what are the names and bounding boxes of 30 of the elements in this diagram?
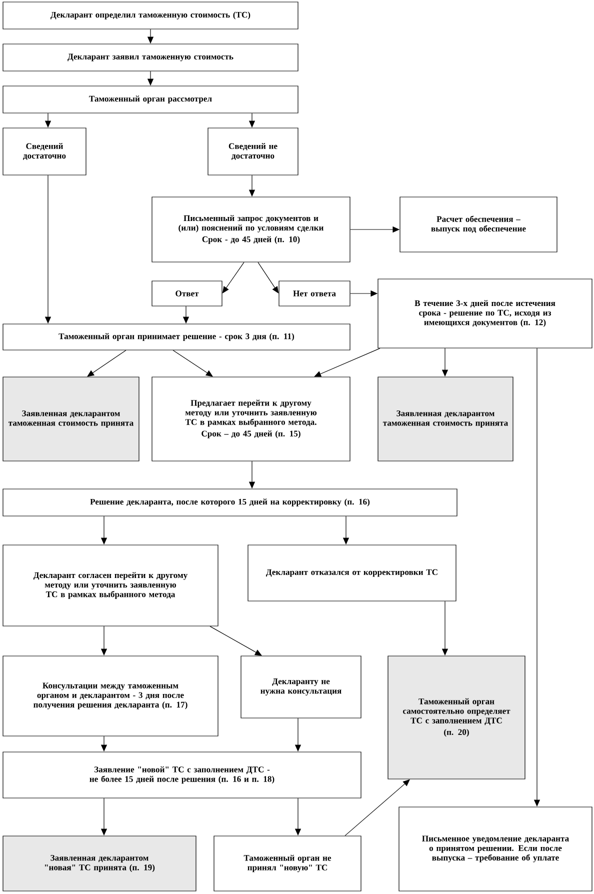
decision-box: Заявленная декларантом таможенная стоимость принята <box>378 376 514 462</box>
process-box: Нет ответа <box>278 280 350 306</box>
process-box: Сведений достаточно <box>2 128 86 176</box>
process-box: Предлагает перейти к другому методу или уточнить заявленную ТС в рамках выбранного метода. Срок – до 45 дней (п. 15) <box>152 376 350 462</box>
process-box: Консультации между таможенным органом и декларантом - 3 дня после получения решения декларанта (п. 17) <box>2 656 218 736</box>
arrow <box>210 626 262 656</box>
process-box: Ответ <box>152 280 222 306</box>
arrow <box>172 350 213 377</box>
process-box: Декларант определил таможенную стоимость (ТС) <box>2 2 298 30</box>
decision-box: Заявленная декларантом таможенная стоимость принята <box>2 376 140 462</box>
process-box: Письменный запрос документов и (или) пояснений по условиям сделки Срок - до 45 дней (п. 10) <box>152 196 350 262</box>
arrow <box>258 262 279 294</box>
process-box: Таможенный орган рассмотрел <box>2 86 298 114</box>
decision-box: Заявленная декларантом "новая" ТС принята (п. 19) <box>2 836 196 892</box>
arrow <box>314 348 380 377</box>
process-box: Решение декларанта, после которого 15 дней на корректировку (п. 16) <box>2 488 458 516</box>
arrow <box>222 262 244 294</box>
process-box: Сведений не достаточно <box>208 128 298 176</box>
process-box: Письменное уведомление декларанта о принятом решении. Если после выпуска – требование об уплате <box>398 806 592 892</box>
process-box: Расчет обеспечения – выпуск под обеспечение <box>400 196 558 252</box>
decision-box: Таможенный орган самостоятельно определяет ТС с заполнением ДТС (п. 20) <box>388 656 526 780</box>
process-box: Заявление "новой" ТС с заполнением ДТС - не более 15 дней после решения (п. 16 и п. 18) <box>2 752 362 798</box>
process-box: Таможенный орган принимает решение - срок 3 дня (п. 11) <box>2 324 350 350</box>
process-box: Декларант согласен перейти к другому методу или уточнить заявленную ТС в рамках выбранного метода <box>2 544 218 626</box>
process-box: Декларанту не нужна консультация <box>240 656 362 718</box>
arrow <box>87 350 126 377</box>
process-box: В течение 3-х дней после истечения срока - решение по ТС, исходя из имеющихся документов (п. 12) <box>378 278 592 348</box>
process-box: Декларант заявил таможенную стоимость <box>2 44 298 72</box>
process-box: Таможенный орган не принял "новую" ТС <box>214 836 362 892</box>
process-box: Декларант отказался от корректировки ТС <box>248 544 456 602</box>
